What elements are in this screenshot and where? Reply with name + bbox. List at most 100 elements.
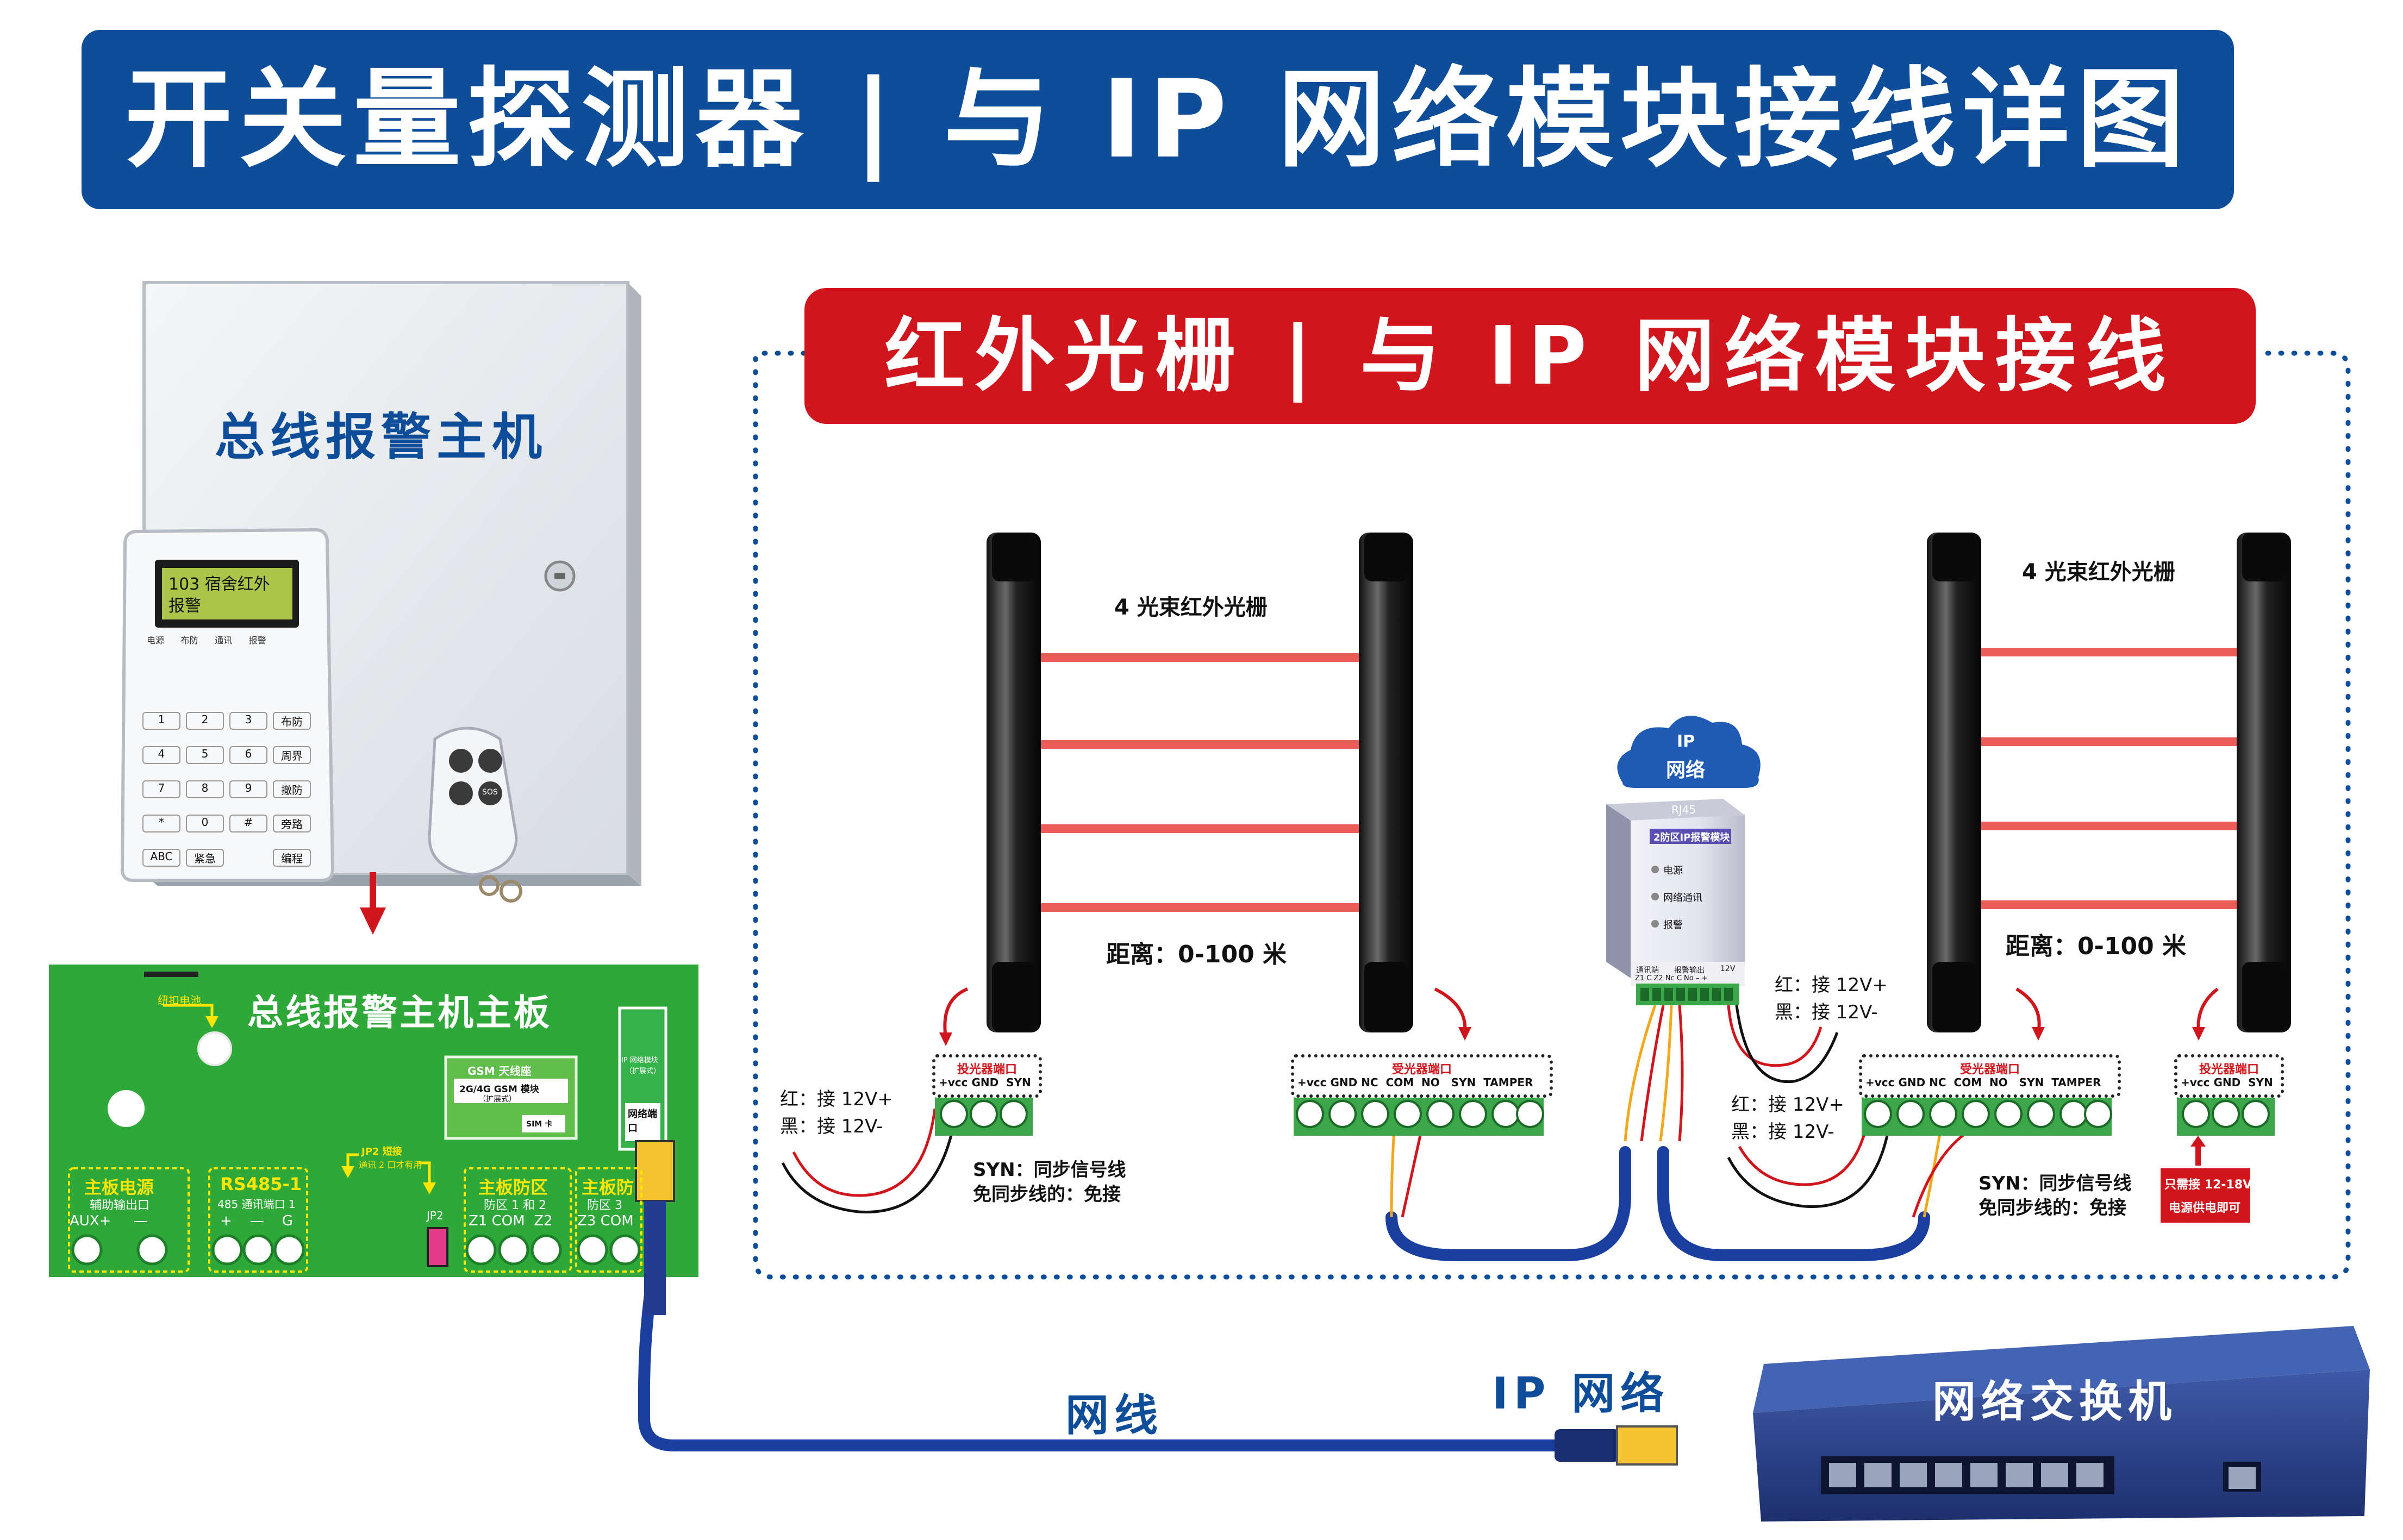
- right-red-note: 红：接 12V+: [1731, 1094, 1844, 1116]
- module-led-alarm: 报警: [1663, 919, 1683, 931]
- receiver-wires: [1390, 1129, 1971, 1218]
- terminal-screws: [940, 1100, 2270, 1128]
- key-arm: 布防: [273, 712, 311, 730]
- right-tx-port-box: 投光器端口 +vcc GND SYN: [2174, 1054, 2284, 1098]
- rj45-plug: [1555, 1425, 1678, 1466]
- pcb-terminals: [71, 1234, 641, 1266]
- host-to-pcb-arrow: [360, 872, 386, 935]
- right-syn-note1: SYN：同步信号线: [1978, 1173, 2132, 1194]
- power-note-arrow: [2161, 1136, 2250, 1223]
- jp2-note2: 通讯 2 口才有用: [359, 1160, 422, 1170]
- key-emergency: 紧急: [186, 849, 224, 867]
- switch-label: 网络交换机: [1932, 1376, 2177, 1427]
- right-power-note2: 电源供电即可: [2169, 1201, 2241, 1215]
- zone-title: 主板防区: [478, 1177, 548, 1198]
- led-comm: 通讯: [215, 635, 233, 646]
- left-rx-port-box: 受光器端口 +vcc GND NC COM NO SYN TAMPER: [1291, 1054, 1553, 1098]
- keypad-keys: 1 2 3 布防 4 5 6 周界 7 8 9 撤防 * 0 # 旁路 ABC …: [142, 712, 316, 867]
- left-syn-note1: SYN：同步信号线: [973, 1159, 1126, 1181]
- key-abc: ABC: [142, 849, 180, 867]
- left-red-note: 红：接 12V+: [780, 1088, 893, 1110]
- key-perimeter: 周界: [273, 746, 311, 764]
- module-block-alarm: 报警输出: [1674, 966, 1705, 975]
- module-wires: [1624, 1005, 1839, 1142]
- module-block-12v: 12V: [1720, 965, 1736, 973]
- ip-module-slot-label: IP 网络模块: [621, 1056, 658, 1065]
- module-name: 2防区IP报警模块: [1653, 832, 1730, 843]
- led-alarm: 报警: [248, 635, 266, 646]
- power-sub: 辅助输出口: [90, 1199, 150, 1212]
- left-black-note: 黑：接 12V-: [780, 1116, 883, 1137]
- right-beam-transmitter: [1927, 533, 1981, 1032]
- power-pins: AUX+ —: [70, 1213, 148, 1229]
- ip-module-slot-sub: （扩展式）: [625, 1067, 661, 1075]
- keypad-status-leds: 电源 布防 通讯 报警: [147, 633, 266, 646]
- cloud-label-net: 网络: [1666, 759, 1706, 781]
- alarm-host-label: 总线报警主机: [215, 408, 548, 466]
- network-switch: [1753, 1326, 2370, 1522]
- key-5: 5: [186, 746, 224, 764]
- right-tx-port-title: 投光器端口: [2199, 1063, 2259, 1076]
- right-black-note: 黑：接 12V-: [1731, 1121, 1834, 1143]
- lcd-line1: 103 宿舍红外: [168, 575, 270, 594]
- module-block-comm: 通讯端: [1636, 966, 1659, 975]
- key-1: 1: [142, 712, 180, 730]
- right-beam-label: 4 光束红外光栅: [2022, 560, 2175, 585]
- rs485-sub: 485 通讯端口 1: [217, 1198, 296, 1211]
- left-rx-port-title: 受光器端口: [1391, 1063, 1452, 1076]
- net-port-label: 网络端口: [628, 1109, 657, 1134]
- module-cables: [1385, 1146, 1930, 1261]
- sim-label: SIM 卡: [526, 1120, 553, 1129]
- subtitle-banner: 红外光栅 | 与 IP 网络模块接线: [804, 288, 2256, 424]
- key-9: 9: [229, 780, 267, 798]
- lcd-line2: 报警: [168, 597, 201, 616]
- right-distance-label: 距离：0-100 米: [2006, 932, 2187, 960]
- module-led-net: 网络通讯: [1663, 892, 1702, 904]
- left-distance-label: 距离：0-100 米: [1106, 941, 1287, 968]
- key-star: *: [142, 815, 180, 832]
- right-power-note1: 只需接 12-18V: [2164, 1178, 2252, 1192]
- key-7: 7: [142, 780, 180, 798]
- keypad: [120, 528, 335, 882]
- gsm-module-sub: （扩展式）: [478, 1095, 516, 1104]
- zone2-pins: Z3 COM: [577, 1213, 634, 1229]
- right-beam-receiver: [2237, 533, 2291, 1032]
- remote-control: [428, 727, 522, 903]
- module-port-label: RJ45: [1671, 803, 1696, 816]
- left-beam-transmitter: [987, 533, 1041, 1032]
- page-title: 开关量探测器 | 与 IP 网络模块接线详图: [124, 57, 2191, 182]
- led-power: 电源: [147, 635, 165, 646]
- frame-border: [753, 350, 2351, 1280]
- right-infrared-beams: [1981, 648, 2237, 909]
- right-rx-pins: +vcc GND NC COM NO SYN TAMPER: [1865, 1076, 2101, 1089]
- key-program: 编程: [273, 849, 311, 867]
- left-tx-port-title: 投光器端口: [957, 1063, 1017, 1076]
- key-4: 4: [142, 746, 180, 764]
- key-0: 0: [186, 815, 224, 832]
- title-banner: 开关量探测器 | 与 IP 网络模块接线详图: [82, 30, 2234, 209]
- jp2-note: JP2 短接: [361, 1146, 402, 1157]
- left-syn-note2: 免同步线的：免接: [973, 1184, 1121, 1205]
- key-disarm: 撤防: [273, 780, 311, 798]
- pole-to-terminal-arrows: [943, 987, 2219, 1038]
- key-6: 6: [229, 746, 267, 764]
- cable-label: 网线: [1065, 1390, 1163, 1441]
- left-beam-label: 4 光束红外光栅: [1114, 595, 1268, 620]
- ip-alarm-module: [1606, 799, 1745, 1005]
- remote-sos-label: SOS: [482, 788, 498, 797]
- left-rx-pins: +vcc GND NC COM NO SYN TAMPER: [1297, 1076, 1533, 1089]
- cloud-label-ip: IP: [1677, 732, 1695, 751]
- ip-network-cloud: [1617, 716, 1761, 788]
- key-hash: #: [229, 815, 267, 832]
- right-tx-pins: +vcc GND SYN: [2181, 1076, 2273, 1089]
- module-pins: Z1 C Z2 Nc C No – +: [1635, 974, 1708, 982]
- key-2: 2: [186, 712, 224, 730]
- module-red-note: 红：接 12V+: [1775, 974, 1888, 996]
- rs485-title: RS485-1: [220, 1174, 302, 1194]
- key-8: 8: [186, 780, 224, 798]
- pcb-title: 总线报警主机主板: [247, 992, 552, 1034]
- left-infrared-beams: [1041, 653, 1359, 912]
- zone2-sub: 防区 3: [587, 1199, 622, 1212]
